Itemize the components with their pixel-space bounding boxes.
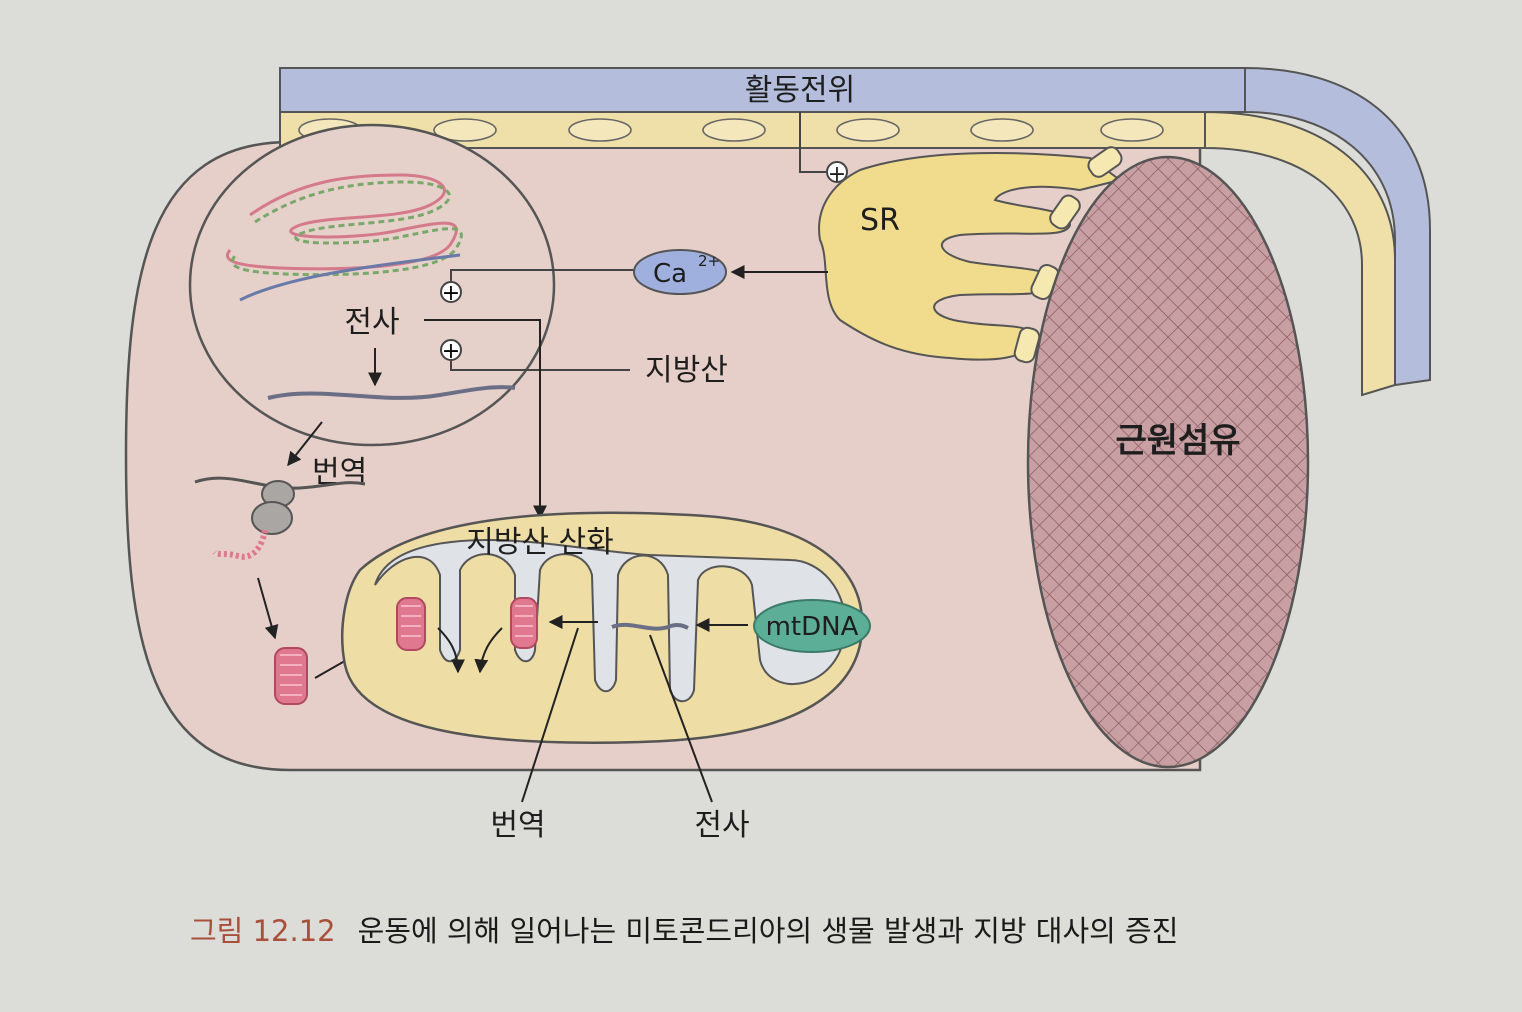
protein-assembly-arrow-left xyxy=(437,627,465,674)
cytoplasmic-mrna xyxy=(194,476,366,490)
fatty-acid-connector xyxy=(450,361,630,371)
mito-translation-pointer xyxy=(521,627,579,803)
mito-transcription-pointer xyxy=(649,634,713,803)
mitochondrion-cristae xyxy=(374,538,847,703)
fatty-acid-oxidation-label: 지방산 산화 xyxy=(466,525,614,560)
plus-sign-calcium xyxy=(440,281,462,303)
fatty-acid-label: 지방산 xyxy=(645,353,728,388)
nucleus xyxy=(188,123,556,447)
mito-transcription-label: 전사 xyxy=(694,808,749,843)
plus-text-calcium: + xyxy=(442,281,460,306)
mito-protein-right xyxy=(510,597,538,649)
mtdna xyxy=(753,599,871,653)
plus-sign-fatty-acid xyxy=(440,339,462,361)
figure-caption: 그림 12.12 운동에 의해 일어나는 미토콘드리아의 생물 발생과 지방 대사… xyxy=(190,908,1490,950)
action-potential-connector xyxy=(799,112,826,173)
subsarcolemmal-mitochondria xyxy=(298,118,1164,142)
sr-label: SR xyxy=(860,203,900,238)
action-potential-label: 활동전위 xyxy=(745,73,855,108)
ribosome xyxy=(251,480,295,535)
mito-protein-left xyxy=(396,597,426,651)
myofibril xyxy=(1026,155,1310,769)
sarcolemma-yellow-curve xyxy=(1204,110,1396,397)
mtdna-label: mtDNA xyxy=(766,612,859,642)
nucleus-transcription-label: 전사 xyxy=(344,305,399,340)
calcium-label: Ca xyxy=(653,259,687,289)
protein-transport-arrow xyxy=(257,577,279,640)
figure-number: 그림 12.12 xyxy=(190,914,336,948)
calcium-charge: 2+ xyxy=(698,252,720,270)
action-potential-band xyxy=(279,67,1246,113)
calcium-connector xyxy=(450,269,635,281)
sarcolemma-blue-curve xyxy=(1244,66,1431,387)
calcium-ion xyxy=(633,249,727,295)
chromosomal-dna xyxy=(226,173,463,302)
plus-sign-sr xyxy=(826,161,848,183)
myofibril-label: 근원섬유 xyxy=(1115,421,1240,461)
protein-assembly-arrow-right xyxy=(474,627,503,674)
nucleus-export-arrow xyxy=(287,421,323,467)
transcription-to-mito-arrow xyxy=(424,319,547,520)
mito-translation-label: 번역 xyxy=(490,808,545,843)
mito-mrna xyxy=(611,622,689,631)
sr-tubules xyxy=(1013,146,1123,364)
nascent-polypeptide xyxy=(212,529,268,560)
figure-caption-text: 운동에 의해 일어나는 미토콘드리아의 생물 발생과 지방 대사의 증진 xyxy=(357,914,1179,948)
nuclear-mrna xyxy=(267,385,516,400)
plus-text-fatty-acid: + xyxy=(442,339,460,364)
nuclear-encoded-protein xyxy=(274,647,308,705)
